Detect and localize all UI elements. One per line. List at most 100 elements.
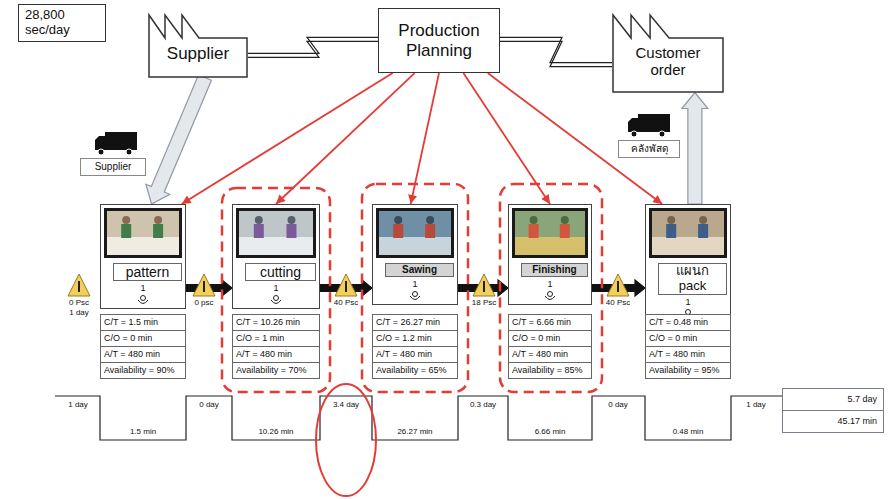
- process-data-row: A/T = 480 min: [233, 347, 319, 363]
- photo-worker-body: [425, 224, 435, 238]
- photo-worker-head: [255, 216, 263, 224]
- photo-frame: [512, 208, 588, 258]
- operator-count: 1: [509, 279, 591, 304]
- photo-worker-body: [153, 224, 163, 238]
- highlight-ellipse: [316, 384, 376, 496]
- photo-worker-head: [122, 216, 130, 224]
- photo-worker-body: [121, 224, 131, 238]
- process-data-row: A/T = 480 min: [646, 347, 730, 363]
- photo-worker-head: [699, 216, 707, 224]
- process-data-row: C/O = 1 min: [233, 331, 319, 347]
- inventory-mark: [345, 281, 347, 292]
- photo-worker-body: [286, 224, 296, 238]
- cycle-time-label: 1.5 min: [113, 427, 173, 437]
- process-name: pattern: [113, 263, 182, 281]
- box-title: Production Planning: [387, 21, 491, 60]
- process-name: Finishing: [521, 263, 588, 277]
- information-flow: [500, 37, 612, 66]
- inventory-mark: [203, 281, 205, 292]
- process-data-row: C/T = 26.27 min: [373, 315, 457, 331]
- inventory-label: 40 Psc: [603, 298, 633, 308]
- operator-count: 1: [233, 283, 319, 308]
- operator-symbol: [413, 292, 418, 297]
- information-flow: [248, 37, 378, 57]
- data-box: C/T = 1.5 minC/O = 0 minA/T = 480 minAva…: [100, 314, 186, 379]
- photo-ground: [379, 211, 451, 255]
- operator-count: 1: [373, 279, 457, 304]
- process-data-row: Availability = 95%: [646, 363, 730, 378]
- shipment-arrow: [146, 75, 212, 204]
- inventory-triangle: [193, 274, 215, 296]
- process-name: แผนก pack: [658, 263, 727, 295]
- process-data-row: A/T = 480 min: [373, 347, 457, 363]
- process-photo: [373, 205, 457, 304]
- factory-shape: [613, 15, 723, 92]
- photo-worker-body: [666, 224, 676, 238]
- cycle-time-label: 6.66 min: [520, 427, 580, 437]
- factory-shape: [149, 15, 247, 77]
- photo-table: [107, 237, 179, 255]
- truck-wheel: [98, 149, 104, 155]
- process-data-row: Availability = 65%: [373, 363, 457, 378]
- inventory-label: 18 Psc: [470, 298, 498, 308]
- process-data-row: C/O = 1.2 min: [373, 331, 457, 347]
- truck-label-text: คลังพัสดุ: [623, 143, 675, 155]
- inventory-label: 0 Psc 1 day: [67, 298, 91, 318]
- inventory-triangle: [68, 274, 90, 296]
- photo-worker-head: [287, 216, 295, 224]
- data-box: C/T = 6.66 minC/O = 0 minA/T = 480 minAv…: [508, 314, 592, 379]
- electronic-flow-line: [248, 41, 378, 57]
- photo-worker-head: [530, 216, 538, 224]
- customer-factory: Customer order: [612, 14, 724, 93]
- timeline-total-box: 5.7 day45.17 min: [782, 388, 884, 433]
- inventory-mark: [78, 281, 80, 292]
- process-data-row: C/T = 1.5 min: [101, 315, 185, 331]
- data-box: C/T = 10.26 minC/O = 1 minA/T = 480 minA…: [232, 314, 320, 379]
- truck-cab: [95, 136, 105, 150]
- process-data-row: C/T = 0.48 min: [646, 315, 730, 331]
- process-data-row: A/T = 480 min: [509, 347, 591, 363]
- schedule-line: [182, 73, 393, 204]
- photo-worker-body: [698, 224, 708, 238]
- inventory-mark: [617, 281, 619, 292]
- process-data-row: C/O = 0 min: [509, 331, 591, 347]
- process-name: cutting: [245, 263, 316, 281]
- process-box: Sawing1: [372, 204, 458, 305]
- operator-symbol: [548, 292, 553, 297]
- photo-ground: [652, 211, 724, 255]
- photo-frame: [104, 208, 182, 258]
- process-box: cutting 1: [232, 204, 320, 309]
- kaizen-burst-outline: [362, 184, 468, 392]
- photo-worker-body: [254, 224, 264, 238]
- photo-worker-body: [529, 224, 539, 238]
- truck-label: คลังพัสดุ: [618, 140, 680, 158]
- photo-worker-head: [561, 216, 569, 224]
- process-data-row: A/T = 480 min: [101, 347, 185, 363]
- operator-symbol: [274, 296, 279, 301]
- process-data-row: Availability = 70%: [233, 363, 319, 378]
- kaizen-groups: [222, 184, 602, 392]
- operator-symbol: [545, 296, 555, 300]
- truck-body: [105, 132, 137, 150]
- truck-icon: [95, 132, 137, 155]
- operator-symbol: [271, 300, 281, 304]
- lead-time-label: 0.3 day: [463, 400, 503, 410]
- photo-worker-head: [426, 216, 434, 224]
- electronic-flow-line: [248, 37, 378, 53]
- inventory-mark: [483, 281, 485, 292]
- arrow-shape: [682, 93, 708, 205]
- process-photo: [509, 205, 591, 304]
- photo-ground: [239, 211, 313, 255]
- process-data-row: C/O = 0 min: [646, 331, 730, 347]
- inventory-triangle: [473, 274, 495, 296]
- process-data-row: Availability = 90%: [101, 363, 185, 378]
- box-title: 28,800 sec/day: [25, 8, 99, 38]
- operator-symbol: [410, 296, 420, 300]
- photo-ground: [515, 211, 585, 255]
- photo-ground: [107, 211, 179, 255]
- lead-time-label: 0 day: [598, 400, 638, 410]
- electronic-flow-line: [500, 41, 612, 66]
- photo-worker-head: [667, 216, 675, 224]
- photo-frame: [376, 208, 454, 258]
